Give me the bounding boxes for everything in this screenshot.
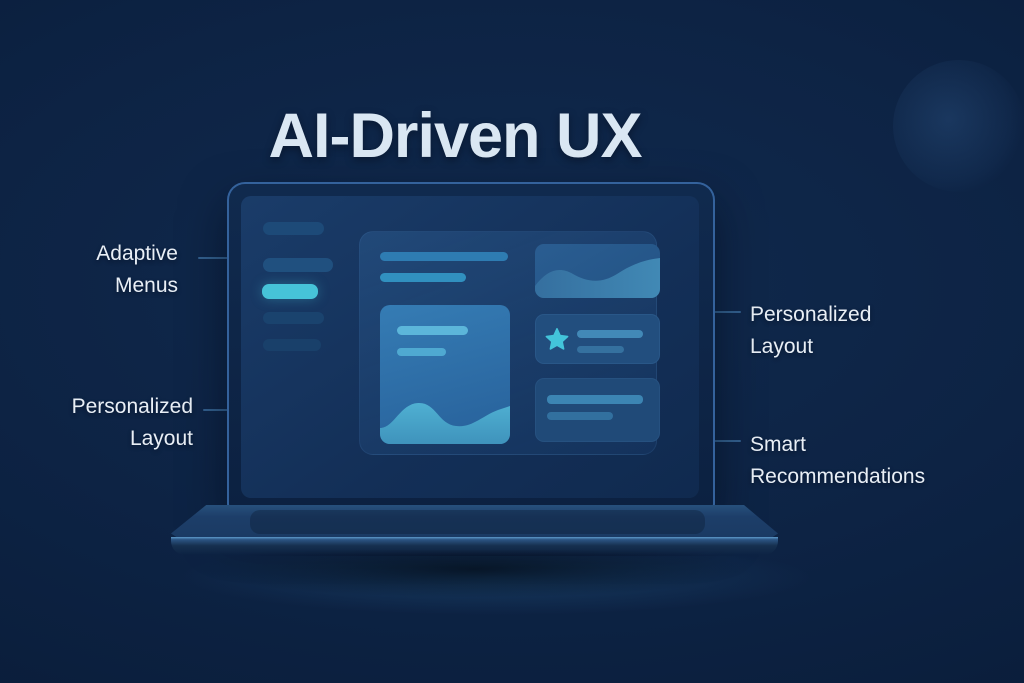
page-title: AI-Driven UX — [268, 101, 642, 172]
star-icon — [545, 328, 569, 350]
wave-chart-graphic — [380, 402, 510, 444]
text-placeholder-bar — [577, 346, 624, 353]
laptop-screen — [241, 196, 699, 498]
connector-line-adaptive-menus — [198, 257, 228, 259]
connector-line-personalized-layout-right — [714, 311, 741, 313]
sidebar-item — [263, 312, 324, 324]
text-placeholder-bar — [547, 395, 643, 404]
rating-card — [535, 314, 660, 364]
heading-placeholder-bar — [380, 252, 508, 261]
laptop-shadow — [195, 550, 755, 598]
text-placeholder-bar — [397, 348, 446, 356]
subheading-placeholder-bar — [380, 273, 466, 282]
callout-smart-recommendations: Smart Recommendations — [750, 433, 926, 488]
sidebar-item — [263, 339, 321, 351]
connector-line-smart-recommendations — [714, 440, 741, 442]
text-card — [535, 378, 660, 442]
sidebar-item — [263, 222, 324, 235]
moon-glow-decoration — [893, 60, 1024, 192]
callout-personalized-layout-right: Personalized Layout — [750, 303, 872, 358]
text-placeholder-bar — [547, 412, 613, 420]
laptop-base — [171, 505, 778, 539]
callout-adaptive-menus: Adaptive Menus — [96, 242, 178, 297]
connector-line-personalized-layout-left — [203, 409, 229, 411]
image-wave-card — [535, 244, 660, 298]
sidebar-item — [263, 258, 333, 272]
sidebar-item-active — [262, 284, 318, 299]
text-placeholder-bar — [577, 330, 643, 338]
laptop-lid — [227, 182, 715, 510]
laptop-base-front-edge — [171, 537, 778, 555]
image-wave-graphic — [535, 258, 660, 298]
main-content-panel — [359, 231, 660, 455]
laptop-keyboard-recess — [250, 510, 705, 534]
callout-personalized-layout-left: Personalized Layout — [71, 395, 193, 450]
text-placeholder-bar — [397, 326, 468, 335]
content-wave-card — [380, 305, 510, 444]
